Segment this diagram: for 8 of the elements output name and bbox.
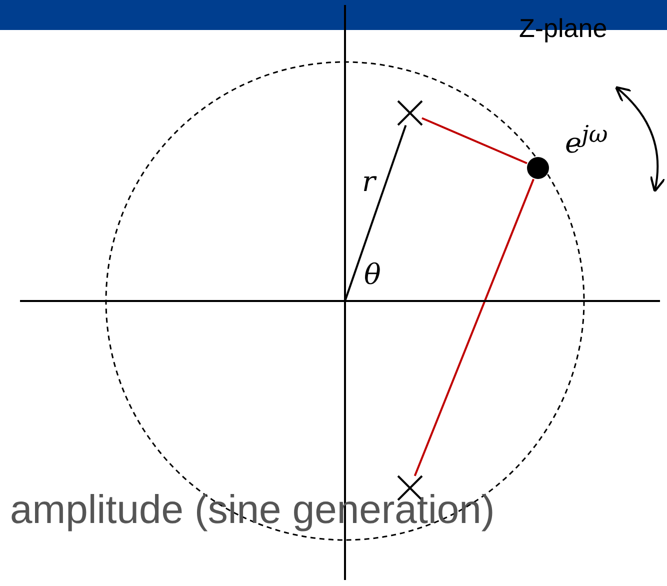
variable-label: r xyxy=(362,167,376,198)
line-segment xyxy=(414,178,534,476)
point-marker xyxy=(526,156,550,180)
line-segment xyxy=(422,117,528,164)
pole-marker xyxy=(397,100,423,126)
angle-label: θ xyxy=(364,260,381,291)
line-segment xyxy=(344,124,407,302)
exponent-label: e$^{jω}$ xyxy=(565,120,608,160)
